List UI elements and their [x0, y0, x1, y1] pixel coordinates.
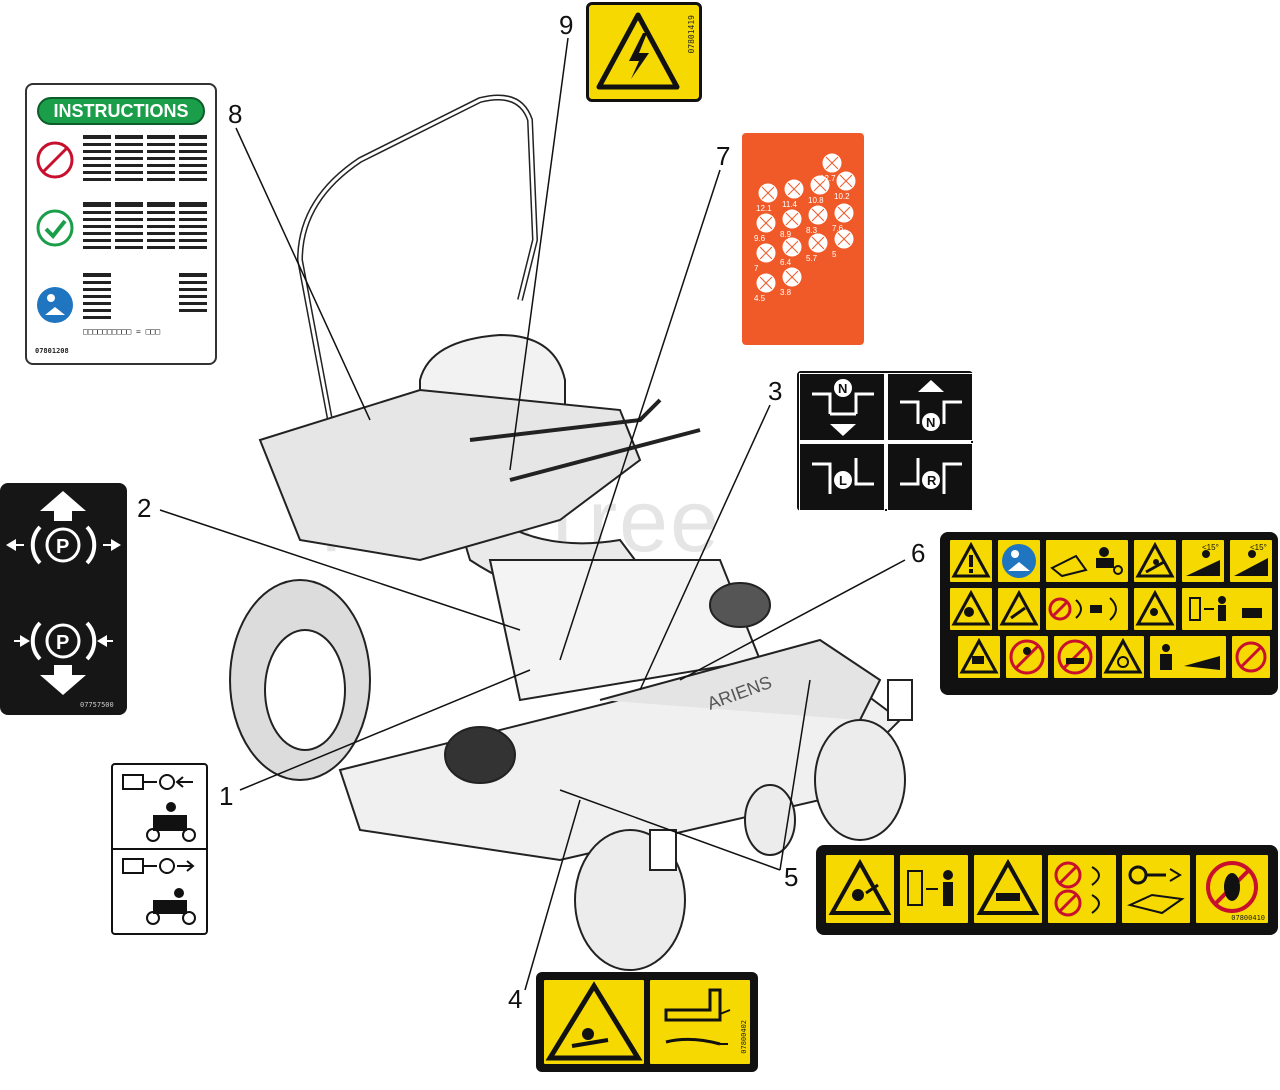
instructions-decal: INSTRUCTIONS: [25, 83, 217, 365]
callout-9: 9: [559, 10, 574, 40]
svg-text:N: N: [838, 381, 847, 396]
mower-engagement-symbols: [113, 774, 206, 925]
callout-2: 2: [137, 493, 152, 523]
no-step-icon: 07800410: [1194, 853, 1270, 925]
speed-value-label: 4.5: [754, 294, 766, 303]
no-riders-icon: [1052, 634, 1098, 680]
safety-warnings-decal: <15° <15°: [940, 532, 1278, 695]
speed-value-label: 10.8: [808, 196, 824, 205]
callout-8: 8: [228, 99, 243, 129]
control-direction-decal: N N L R: [797, 371, 973, 511]
check-icon: [36, 209, 74, 247]
no-hands-feet-icon: [1046, 853, 1118, 925]
deck-warnings-decal: 07800410: [816, 845, 1278, 935]
blade-hazard-icon: [1100, 634, 1146, 680]
crush-hazard-icon: [948, 586, 994, 632]
foot-injury-warning-icon: [542, 978, 646, 1066]
svg-text:N: N: [926, 415, 935, 430]
speed-chart-circles: [755, 152, 857, 294]
speed-value-label: 6.4: [780, 258, 792, 267]
prohibited-icon: [36, 141, 74, 179]
instructions-header: INSTRUCTIONS: [37, 97, 205, 125]
operator-training-icon: [1044, 538, 1130, 584]
instructions-part-code: 07801208: [35, 347, 69, 355]
no-smoking-icon: [1230, 634, 1272, 680]
keep-distance-icon: [898, 853, 970, 925]
foot-warning-part-code: 07800402: [740, 1020, 748, 1054]
svg-text:P: P: [56, 536, 69, 558]
instructions-footer-line: □□□□□□□□□□ = □□□: [83, 327, 161, 336]
svg-text:R: R: [927, 473, 937, 488]
high-voltage-icon: [596, 12, 680, 90]
slope-15-icon-2: <15°: [1228, 538, 1274, 584]
read-manual-icon: [996, 538, 1042, 584]
callout-4: 4: [508, 984, 523, 1014]
reverse-quadrant: N: [887, 373, 973, 441]
speed-value-label: 10.2: [834, 192, 850, 201]
speed-value-label: 12.7: [820, 174, 836, 183]
deck-part-code: 07800410: [1231, 914, 1265, 922]
callout-5: 5: [784, 862, 799, 892]
speed-value-label: 7: [754, 264, 759, 273]
speed-value-label: 12.1: [756, 204, 772, 213]
speed-value-label: 3.8: [780, 288, 792, 297]
svg-text:P: P: [56, 632, 69, 654]
reverse-caution-icon: [1148, 634, 1228, 680]
speed-value-label: 9.6: [754, 234, 766, 243]
thrown-objects-icon: [824, 853, 896, 925]
park-brake-decal: P P 07757500: [0, 483, 127, 715]
electrical-warning-decal: 07801419: [586, 2, 702, 102]
speed-value-label: 5.7: [806, 254, 818, 263]
speed-value-label: 5: [832, 250, 837, 259]
callout-3: 3: [768, 376, 783, 406]
callout-1: 1: [219, 781, 234, 811]
keep-bystanders-away-icon: [1180, 586, 1274, 632]
instructions-text-block-1: [83, 135, 207, 181]
remove-key-icon: [1120, 853, 1192, 925]
foot-warning-decal: 07800402: [536, 972, 758, 1072]
entanglement-icon: [996, 586, 1042, 632]
speed-chart-decal: 12.7 12.1 11.4 10.8 10.2 9.6 8.9 8.3 7.6 7 6.4 5.7 5…: [742, 133, 864, 345]
operator-crush-icon: [956, 634, 1002, 680]
svg-text:<15°: <15°: [1202, 543, 1219, 552]
forward-quadrant: N: [799, 373, 885, 441]
electrical-part-code: 07801419: [687, 15, 696, 54]
instructions-text-block-3: [83, 273, 207, 319]
callout-6: 6: [911, 538, 926, 568]
park-brake-part-code: 07757500: [80, 701, 114, 709]
no-hands-near-blade-icon: [1044, 586, 1130, 632]
warning-triangle-icon: [948, 538, 994, 584]
svg-text:<15°: <15°: [1250, 543, 1267, 552]
read-manual-icon: [37, 287, 73, 323]
left-turn-quadrant: L: [799, 443, 885, 511]
instructions-text-block-2: [83, 202, 207, 249]
no-passengers-icon: [1004, 634, 1050, 680]
rollover-warning-icon: [1132, 538, 1178, 584]
foot-position-icon: 07800402: [648, 978, 752, 1066]
slope-15-icon: <15°: [1180, 538, 1226, 584]
foot-hazard-icon: [972, 853, 1044, 925]
right-turn-quadrant: R: [887, 443, 973, 511]
mower-engagement-decal: [111, 763, 208, 935]
speed-value-label: 8.9: [780, 230, 792, 239]
speed-value-label: 8.3: [806, 226, 818, 235]
park-brake-symbols: P P: [6, 491, 121, 695]
speed-value-label: 7.6: [832, 224, 844, 233]
speed-value-label: 11.4: [782, 200, 797, 209]
speed-chart-labels: 12.7 12.1 11.4 10.8 10.2 9.6 8.9 8.3 7.6 7 6.4 5.7 5…: [742, 133, 864, 345]
svg-text:L: L: [839, 473, 847, 488]
thrown-objects-icon: [1132, 586, 1178, 632]
callout-7: 7: [716, 141, 731, 171]
